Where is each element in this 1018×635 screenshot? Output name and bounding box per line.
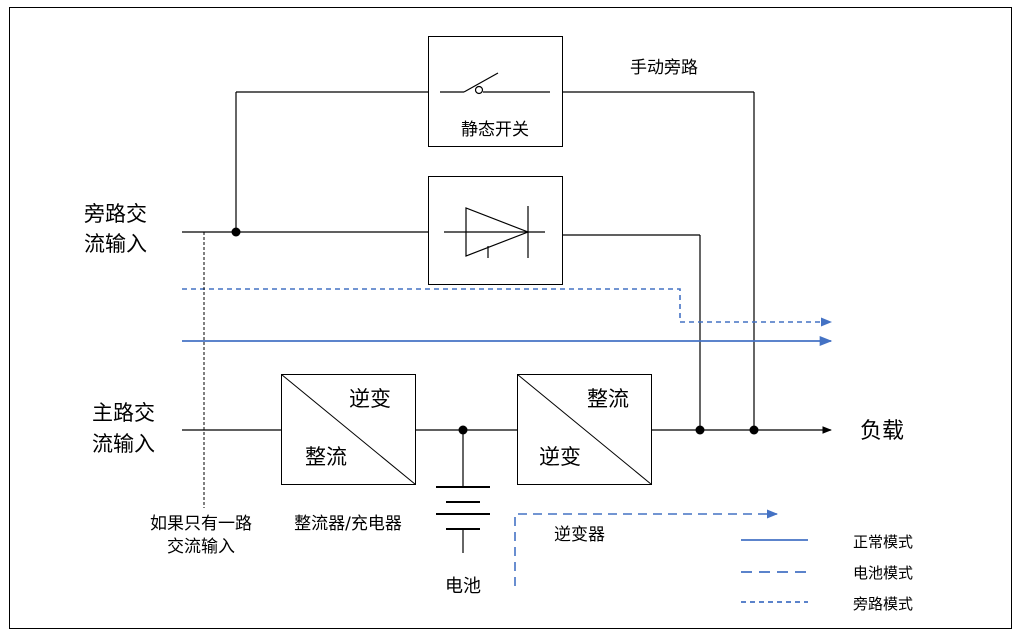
manual-bypass-label: 手动旁路 xyxy=(630,58,698,78)
legend-normal-label: 正常模式 xyxy=(853,533,913,551)
main-input-label-line2: 流输入 xyxy=(92,432,155,456)
legend-battery-label: 电池模式 xyxy=(853,564,913,582)
rectifier-box: 逆变 整流 xyxy=(281,374,416,485)
single-input-note-line1: 如果只有一路 xyxy=(150,514,252,534)
static-switch-box: 静态开关 xyxy=(428,36,563,147)
bypass-wiring xyxy=(182,91,755,430)
main-input-label-line1: 主路交 xyxy=(92,401,155,425)
manual-bypass-output-dot xyxy=(749,425,759,435)
inverter-label: 逆变器 xyxy=(554,525,605,545)
battery-mode-flow xyxy=(514,509,779,586)
bypass-input-label-line1: 旁路交 xyxy=(84,202,147,226)
battery-label: 电池 xyxy=(445,576,481,597)
switch-icon xyxy=(440,72,550,95)
legend-bypass-label: 旁路模式 xyxy=(853,595,913,613)
legend: 正常模式 电池模式 旁路模式 xyxy=(741,533,913,613)
rectifier-box-top-label: 逆变 xyxy=(349,387,391,411)
main-wiring xyxy=(182,426,832,487)
load-label: 负载 xyxy=(860,419,904,444)
bypass-junction-dot xyxy=(231,227,241,237)
battery-icon xyxy=(436,486,490,553)
bypass-input-label-line2: 流输入 xyxy=(84,232,147,256)
thyristor-output-dot xyxy=(695,425,705,435)
bypass-mode-flow xyxy=(182,288,833,327)
thyristor-icon xyxy=(444,206,545,258)
thyristor-box xyxy=(428,176,563,285)
rectifier-box-bottom-label: 整流 xyxy=(305,445,347,469)
static-switch-label: 静态开关 xyxy=(461,120,529,140)
outer-frame xyxy=(9,7,1012,629)
inverter-box: 整流 逆变 xyxy=(517,374,652,485)
inverter-box-bottom-label: 逆变 xyxy=(539,445,581,469)
rectifier-charger-label: 整流器/充电器 xyxy=(294,514,402,534)
single-input-note-line2: 交流输入 xyxy=(167,537,235,557)
inverter-box-top-label: 整流 xyxy=(587,387,629,411)
battery-junction-dot xyxy=(458,425,468,435)
